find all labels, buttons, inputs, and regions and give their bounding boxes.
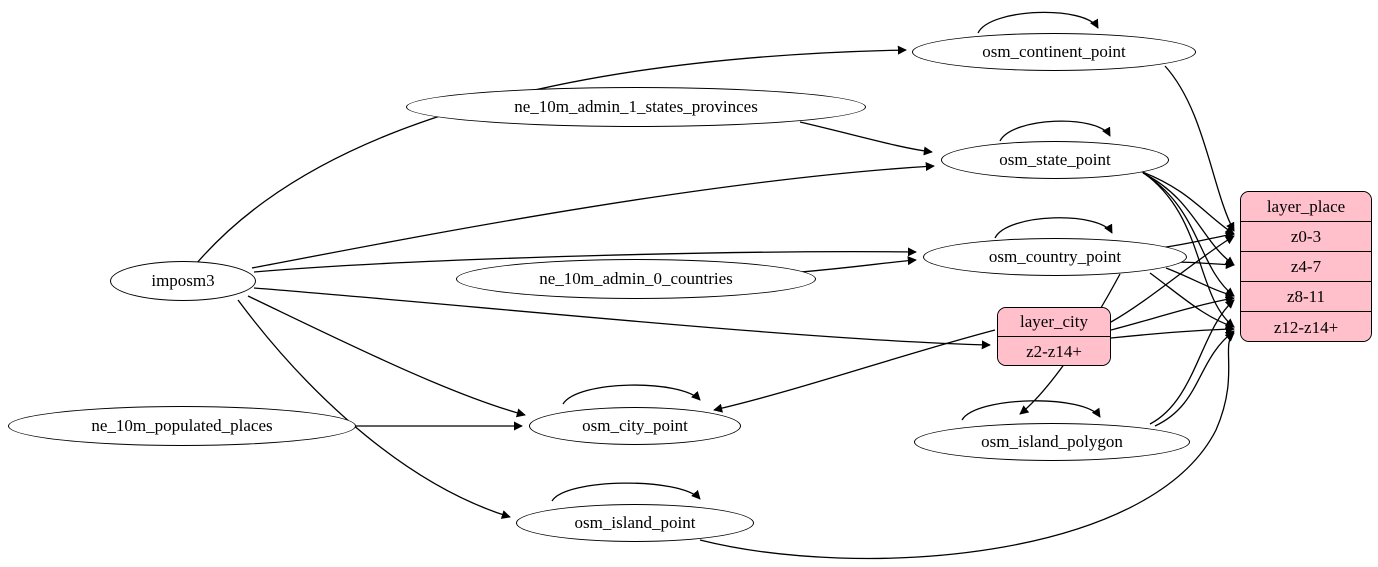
node-label: ne_10m_admin_0_countries bbox=[539, 269, 733, 288]
record-node-layer-place[interactable]: layer_place z0-3 z4-7 z8-11 z12-z14+ bbox=[1240, 191, 1372, 342]
edge-osm-country-point-to-layer-place-z0-3 bbox=[1159, 230, 1235, 249]
node-label: imposm3 bbox=[151, 271, 215, 290]
self-loop-osm-island-polygon bbox=[961, 400, 1101, 421]
edge-layer-city-to-osm-city-point bbox=[713, 329, 996, 413]
node-label: osm_country_point bbox=[988, 247, 1122, 266]
node-osm-country-point[interactable]: osm_country_point bbox=[923, 238, 1187, 276]
node-ne-10m-populated-places[interactable]: ne_10m_populated_places bbox=[8, 406, 356, 446]
node-label: osm_state_point bbox=[999, 150, 1111, 169]
edge-imposm3-to-osm-city-point bbox=[247, 295, 526, 418]
edge-osm-state-point-to-layer-place-z0-3 bbox=[1139, 170, 1235, 235]
edge-osm-state-point-to-layer-place-z8-11 bbox=[1145, 174, 1235, 297]
edge-osm-continent-point-to-layer-place-z0-3 bbox=[1164, 65, 1235, 232]
record-node-layer-city[interactable]: layer_city z2-z14+ bbox=[997, 307, 1111, 366]
self-loop-osm-continent-point bbox=[977, 11, 1099, 34]
edge-layer-city-to-layer-place-z12-z14 bbox=[1110, 324, 1235, 339]
node-osm-island-point[interactable]: osm_island_point bbox=[516, 504, 754, 542]
edge-ne-countries-to-osm-country-point bbox=[799, 256, 917, 273]
record-row-layer-place-z0-3[interactable]: z0-3 bbox=[1241, 222, 1371, 252]
edge-osm-country-point-to-layer-place-z12-z14 bbox=[1149, 272, 1235, 329]
record-row-layer-city-z2-z14plus[interactable]: z2-z14+ bbox=[998, 337, 1110, 365]
node-label: ne_10m_admin_1_states_provinces bbox=[514, 97, 758, 116]
node-osm-continent-point[interactable]: osm_continent_point bbox=[912, 33, 1196, 71]
node-label: osm_continent_point bbox=[982, 42, 1126, 61]
edge-osm-state-point-to-layer-place-z12-z14 bbox=[1148, 176, 1235, 328]
node-osm-city-point[interactable]: osm_city_point bbox=[529, 407, 741, 445]
record-row-layer-place-z4-7[interactable]: z4-7 bbox=[1241, 252, 1371, 282]
self-loop-osm-country-point bbox=[994, 217, 1113, 239]
node-label: osm_island_polygon bbox=[981, 432, 1123, 451]
node-ne-10m-admin-1-states-provinces[interactable]: ne_10m_admin_1_states_provinces bbox=[406, 87, 866, 127]
edge-imposm3-to-layer-city bbox=[253, 287, 991, 350]
node-osm-state-point[interactable]: osm_state_point bbox=[941, 141, 1169, 179]
node-ne-10m-admin-0-countries[interactable]: ne_10m_admin_0_countries bbox=[456, 259, 816, 299]
record-row-layer-place-title: layer_place bbox=[1241, 192, 1371, 222]
node-label: ne_10m_populated_places bbox=[91, 416, 273, 435]
record-row-layer-place-z8-11[interactable]: z8-11 bbox=[1241, 282, 1371, 312]
edge-osm-island-polygon-to-layer-place-z12-z14 bbox=[1154, 330, 1235, 427]
record-row-layer-place-z12-z14plus[interactable]: z12-z14+ bbox=[1241, 312, 1371, 341]
record-row-layer-city-title: layer_city bbox=[998, 308, 1110, 337]
self-loop-osm-island-point bbox=[551, 482, 701, 502]
edge-ne-states-to-osm-state-point bbox=[799, 121, 933, 156]
edge-osm-state-point-to-layer-place-z4-7 bbox=[1142, 172, 1235, 266]
node-label: osm_city_point bbox=[582, 416, 688, 435]
edge-imposm3-to-osm-country-point bbox=[253, 247, 917, 273]
edge-osm-island-polygon-to-layer-place-z8-11 bbox=[1149, 299, 1235, 425]
self-loop-osm-city-point bbox=[562, 384, 701, 405]
edge-osm-island-point-to-layer-place-z12-z14 bbox=[699, 332, 1235, 560]
node-osm-island-polygon[interactable]: osm_island_polygon bbox=[914, 423, 1190, 461]
edge-layer-city-to-layer-place-z0-3 bbox=[1110, 235, 1235, 323]
node-imposm3[interactable]: imposm3 bbox=[110, 261, 256, 301]
edge-osm-country-point-to-layer-place-z8-11 bbox=[1165, 267, 1235, 299]
edge-layer-city-to-layer-place-z8-11 bbox=[1110, 294, 1235, 331]
self-loop-osm-state-point bbox=[999, 120, 1111, 142]
node-label: osm_island_point bbox=[574, 513, 696, 532]
edge-imposm3-to-osm-continent-point bbox=[195, 45, 907, 265]
edge-imposm3-to-osm-state-point bbox=[251, 161, 935, 269]
